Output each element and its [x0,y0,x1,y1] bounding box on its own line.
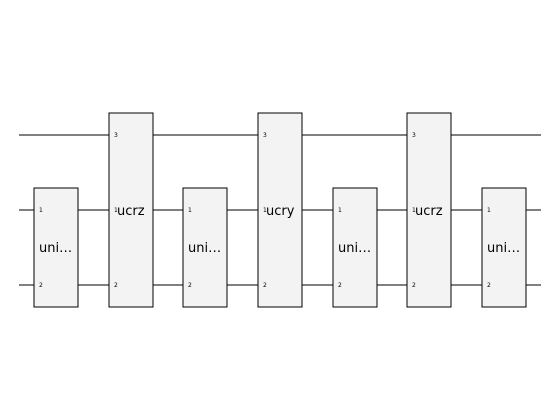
gate-unitary-2-pin-1: 1 [188,207,192,214]
gate-ucrz-1-label: ucrz [117,204,145,219]
gate-unitary-2-pin-2: 2 [188,282,192,289]
gate-unitary-3-box [332,187,378,308]
gate-ucrz-1-box [108,112,154,308]
gate-ucrz-1-pin-2: 2 [114,282,118,289]
gate-unitary-4-label: uni… [487,241,520,256]
gate-unitary-4-pin-2: 2 [487,282,491,289]
gate-ucry-pin-3: 3 [263,132,267,139]
gate-unitary-3-pin-2: 2 [338,282,342,289]
gate-ucry: 3 1 2 ucry [257,112,303,308]
gate-unitary-2-label: uni… [188,241,221,256]
gate-unitary-1-label: uni… [39,241,72,256]
gate-ucrz-1-pin-3: 3 [114,132,118,139]
gate-ucrz-1-pin-1: 1 [114,207,118,214]
gate-ucry-box [257,112,303,308]
gate-ucrz-2-pin-1: 1 [412,207,416,214]
gate-unitary-1: 1 2 uni… [33,187,79,308]
gate-ucrz-2: 3 1 2 ucrz [406,112,452,308]
gate-unitary-2-box [182,187,228,308]
gate-ucrz-2-label: ucrz [415,204,443,219]
gate-ucry-label: ucry [266,204,295,219]
gate-unitary-3: 1 2 uni… [332,187,378,308]
gate-unitary-2: 1 2 uni… [182,187,228,308]
gate-unitary-1-pin-1: 1 [39,207,43,214]
gate-unitary-4-box [481,187,527,308]
gate-unitary-3-label: uni… [338,241,371,256]
gate-unitary-4: 1 2 uni… [481,187,527,308]
gate-ucrz-2-pin-3: 3 [412,132,416,139]
gate-unitary-1-box [33,187,79,308]
gate-ucrz-1: 3 1 2 ucrz [108,112,154,308]
gate-ucrz-2-box [406,112,452,308]
gate-unitary-1-pin-2: 2 [39,282,43,289]
gate-ucry-pin-2: 2 [263,282,267,289]
gate-ucry-pin-1: 1 [263,207,267,214]
gate-unitary-4-pin-1: 1 [487,207,491,214]
gate-unitary-3-pin-1: 1 [338,207,342,214]
gate-ucrz-2-pin-2: 2 [412,282,416,289]
